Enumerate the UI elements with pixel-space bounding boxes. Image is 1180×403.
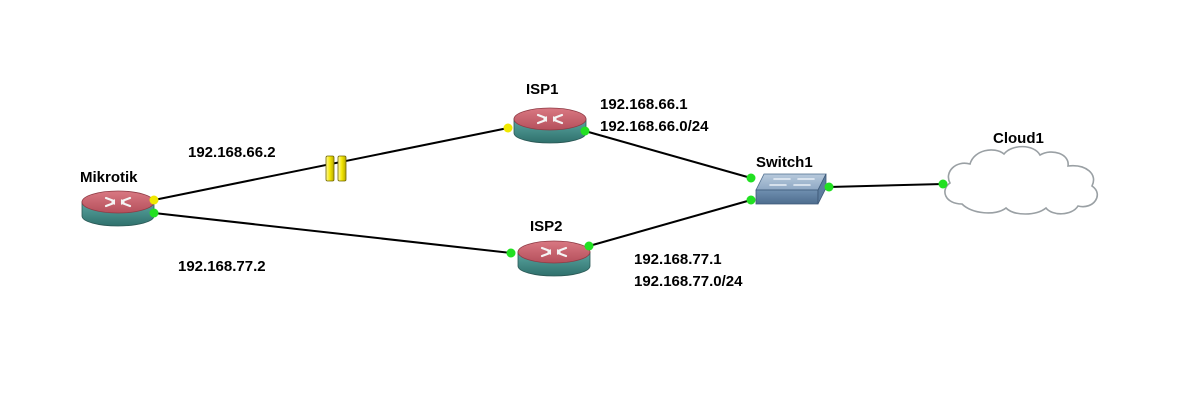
ip-annotations: 192.168.66.2 192.168.77.2 192.168.66.1 1…	[178, 96, 743, 290]
device-label-mikrotik: Mikrotik	[80, 169, 138, 186]
router-icon	[512, 106, 588, 145]
note-isp2-ip: 192.168.77.1	[634, 251, 722, 268]
port-dot-isp2-switch1	[584, 241, 594, 251]
port-dot-cloud1-switch1	[938, 179, 948, 189]
router-icon	[80, 189, 156, 228]
port-dot-switch1-cloud1	[824, 182, 834, 192]
port-dot-switch1-isp2	[746, 195, 756, 205]
cloud-icon	[944, 145, 1098, 215]
device-label-isp1: ISP1	[526, 81, 559, 98]
link-mikrotik-isp2[interactable]	[153, 212, 512, 254]
link-isp2-switch1[interactable]	[588, 199, 752, 247]
port-indicators	[149, 123, 948, 258]
switch-icon	[755, 173, 827, 205]
router-isp1[interactable]: ISP1	[512, 81, 588, 145]
port-dot-isp2-mikrotik	[506, 248, 516, 258]
port-dot-isp1-switch1	[580, 126, 590, 136]
router-icon	[516, 239, 592, 278]
note-isp2-net: 192.168.77.0/24	[634, 273, 743, 290]
link-isp1-switch1[interactable]	[584, 130, 752, 179]
note-mikrotik-isp1-ip: 192.168.66.2	[188, 144, 276, 161]
port-dot-switch1-isp1	[746, 173, 756, 183]
port-dot-mikrotik-isp1	[149, 195, 159, 205]
switch-switch1[interactable]: Switch1	[755, 154, 827, 205]
link-switch1-cloud1[interactable]	[828, 183, 944, 188]
port-dot-mikrotik-isp2	[149, 208, 159, 218]
pause-icon[interactable]	[325, 155, 347, 182]
cloud-cloud1[interactable]: Cloud1	[944, 130, 1098, 215]
note-mikrotik-isp2-ip: 192.168.77.2	[178, 258, 266, 275]
device-label-isp2: ISP2	[530, 218, 563, 235]
note-isp1-ip: 192.168.66.1	[600, 96, 688, 113]
port-dot-isp1-mikrotik	[503, 123, 513, 133]
note-isp1-net: 192.168.66.0/24	[600, 118, 709, 135]
device-label-cloud1: Cloud1	[993, 130, 1044, 147]
device-label-switch1: Switch1	[756, 154, 813, 171]
router-isp2[interactable]: ISP2	[516, 218, 592, 278]
router-mikrotik[interactable]: Mikrotik	[80, 169, 156, 228]
